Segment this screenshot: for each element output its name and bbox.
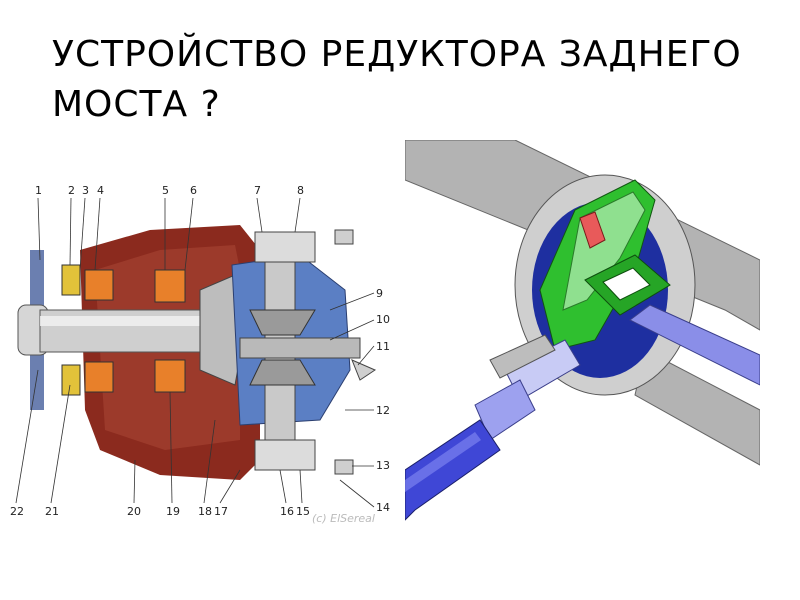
callout-8: 8	[297, 184, 304, 197]
callout-16: 16	[280, 505, 294, 518]
support-bracket	[489, 334, 556, 379]
bearing-front-top	[84, 269, 114, 301]
half-shaft	[239, 337, 361, 359]
callout-3: 3	[82, 184, 89, 197]
title-line-2: МОСТА ?	[52, 84, 221, 125]
ring-gear-bottom	[254, 439, 316, 471]
callout-17: 17	[214, 505, 228, 518]
propeller-shaft	[404, 419, 501, 522]
pinion-shaft-shine	[40, 316, 215, 326]
callouts-top: 1 2 3 4 5 6 7 8	[35, 184, 304, 271]
callout-9: 9	[376, 287, 383, 300]
callout-11: 11	[376, 340, 390, 353]
propeller-shaft-shine	[405, 432, 481, 492]
slide-title: УСТРОЙСТВО РЕДУКТОРА ЗАДНЕГО МОСТА ?	[52, 30, 772, 130]
title-line-1: УСТРОЙСТВО РЕДУКТОРА ЗАДНЕГО	[52, 34, 742, 75]
callout-1: 1	[35, 184, 42, 197]
side-gear-bottom	[249, 359, 316, 386]
callout-5: 5	[162, 184, 169, 197]
callout-2: 2	[68, 184, 75, 197]
callout-4: 4	[97, 184, 104, 197]
fill-plug	[351, 359, 377, 381]
callout-22: 22	[10, 505, 24, 518]
seal-top	[61, 264, 81, 296]
callout-6: 6	[190, 184, 197, 197]
callouts-bottom: 22 21 20 19 18 17 16 15	[10, 369, 310, 518]
differential-cage-window	[602, 267, 651, 301]
callout-12: 12	[376, 404, 390, 417]
satellite-gear	[579, 211, 606, 249]
bolt-lower	[334, 459, 354, 475]
side-gear-top	[249, 309, 316, 336]
callout-18: 18	[198, 505, 212, 518]
reducer-cross-section-figure: 1 2 3 4 5 6 7 8 9 10 11 12 13 14	[0, 170, 400, 540]
callout-13: 13	[376, 459, 390, 472]
differential-cutaway-svg	[404, 139, 761, 540]
callout-19: 19	[166, 505, 180, 518]
callouts-right: 9 10 11 12 13 14	[329, 287, 390, 514]
reducer-cross-section-svg: 1 2 3 4 5 6 7 8 9 10 11 12 13 14	[10, 184, 390, 525]
bearing-front-bottom	[84, 361, 114, 393]
bearing-rear-bottom	[154, 359, 186, 393]
ring-gear-top	[254, 231, 316, 263]
differential-cutaway-figure	[404, 139, 761, 540]
callout-15: 15	[296, 505, 310, 518]
bolt-upper	[334, 229, 354, 245]
watermark: (c) ElSereal	[312, 512, 375, 525]
seal-bottom	[61, 364, 81, 396]
callout-14: 14	[376, 501, 390, 514]
callout-20: 20	[127, 505, 141, 518]
callout-21: 21	[45, 505, 59, 518]
callout-7: 7	[254, 184, 261, 197]
bearing-rear-top	[154, 269, 186, 303]
callout-10: 10	[376, 313, 390, 326]
